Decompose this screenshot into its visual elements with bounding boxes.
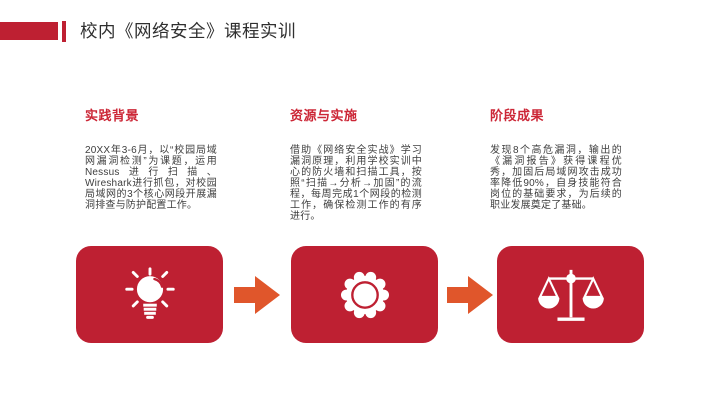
arrow-right-icon — [447, 274, 493, 316]
column-body: 20XX年3-6月，以“校园局域网漏洞检测”为课题，运用Nessus进行扫描、W… — [85, 145, 217, 211]
arrow-right-icon — [234, 274, 280, 316]
column-stage-results: 阶段成果 发现8个高危漏洞，输出的《漏洞报告》获得课程优秀，加固后局域网攻击成功… — [490, 105, 622, 211]
lightbulb-icon — [124, 266, 175, 319]
column-heading: 实践背景 — [85, 108, 140, 123]
process-card-idea — [76, 246, 223, 343]
slide-title: 校内《网络安全》课程实训 — [80, 21, 296, 41]
column-heading: 资源与实施 — [290, 108, 358, 123]
title-accent-bar — [0, 22, 58, 40]
process-card-implementation — [291, 246, 438, 343]
badge-gear-icon — [340, 271, 389, 318]
balance-scale-icon — [537, 269, 604, 321]
title-accent-tick — [62, 21, 66, 42]
column-resources-implementation: 资源与实施 借助《网络安全实战》学习漏洞原理，利用学校实训中心的防火墙和扫描工具… — [290, 105, 422, 222]
column-body: 借助《网络安全实战》学习漏洞原理，利用学校实训中心的防火墙和扫描工具，按照“扫描… — [290, 145, 422, 222]
process-card-results — [497, 246, 644, 343]
column-body: 发现8个高危漏洞，输出的《漏洞报告》获得课程优秀，加固后局域网攻击成功率降低90… — [490, 145, 622, 211]
column-practice-background: 实践背景 20XX年3-6月，以“校园局域网漏洞检测”为课题，运用Nessus进… — [85, 105, 217, 211]
column-heading: 阶段成果 — [490, 108, 545, 123]
